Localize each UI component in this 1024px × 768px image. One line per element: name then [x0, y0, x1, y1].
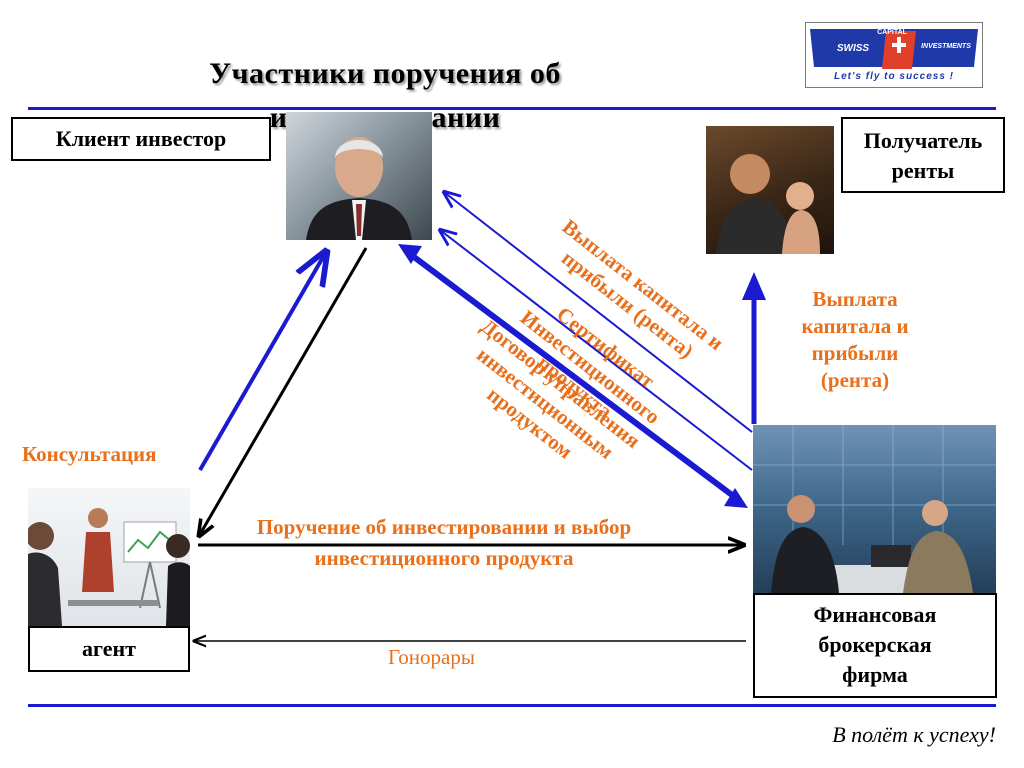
contract-arrow-head-end: [724, 488, 748, 508]
logo-left-text: SWISS: [836, 43, 870, 54]
node-client-investor: Клиент инвестор: [11, 117, 271, 161]
firm-photo: [753, 425, 996, 593]
label-investment-order: Поручение об инвестировании и выбор инве…: [256, 515, 632, 570]
certificate-to-client-arrow: [440, 230, 753, 471]
node-agent: агент: [28, 626, 190, 672]
bottom-divider: [28, 704, 996, 707]
label-rent-payout: Выплата капитала и прибыли (рента): [801, 287, 909, 392]
label-fees: Гонорары: [388, 645, 475, 669]
agent-photo: [28, 488, 190, 626]
logo-graphic: [810, 29, 978, 69]
recipient-photo: [706, 126, 834, 254]
logo-top-text: CAPITAL: [877, 29, 907, 36]
rent-payout-arrow-head: [742, 272, 766, 300]
logo-tagline: Let's fly to success !: [834, 71, 954, 82]
client-to-agent-arrow: [199, 247, 368, 536]
node-brokerage-firm: Финансовая брокерская фирма: [753, 593, 997, 698]
company-logo: CAPITAL SWISS INVESTMENTS Let's fly to s…: [805, 22, 983, 88]
contract-arrow-head-start: [398, 244, 422, 264]
top-divider: [28, 107, 996, 110]
client-investor-photo: [286, 112, 432, 240]
presentation-icon: [28, 508, 190, 626]
consultation-arrow: [198, 252, 326, 472]
footer-slogan: В полёт к успеху!: [832, 722, 996, 747]
payout-to-client-arrow: [444, 192, 753, 433]
logo-right-text: INVESTMENTS: [921, 43, 971, 50]
label-consultation: Консультация: [22, 442, 157, 466]
man-in-suit-icon: [306, 137, 412, 240]
father-and-baby-icon: [716, 154, 820, 254]
contract-arrow: [408, 251, 738, 501]
business-meeting-icon: [753, 425, 996, 593]
node-rent-recipient: Получатель ренты: [841, 117, 1005, 193]
